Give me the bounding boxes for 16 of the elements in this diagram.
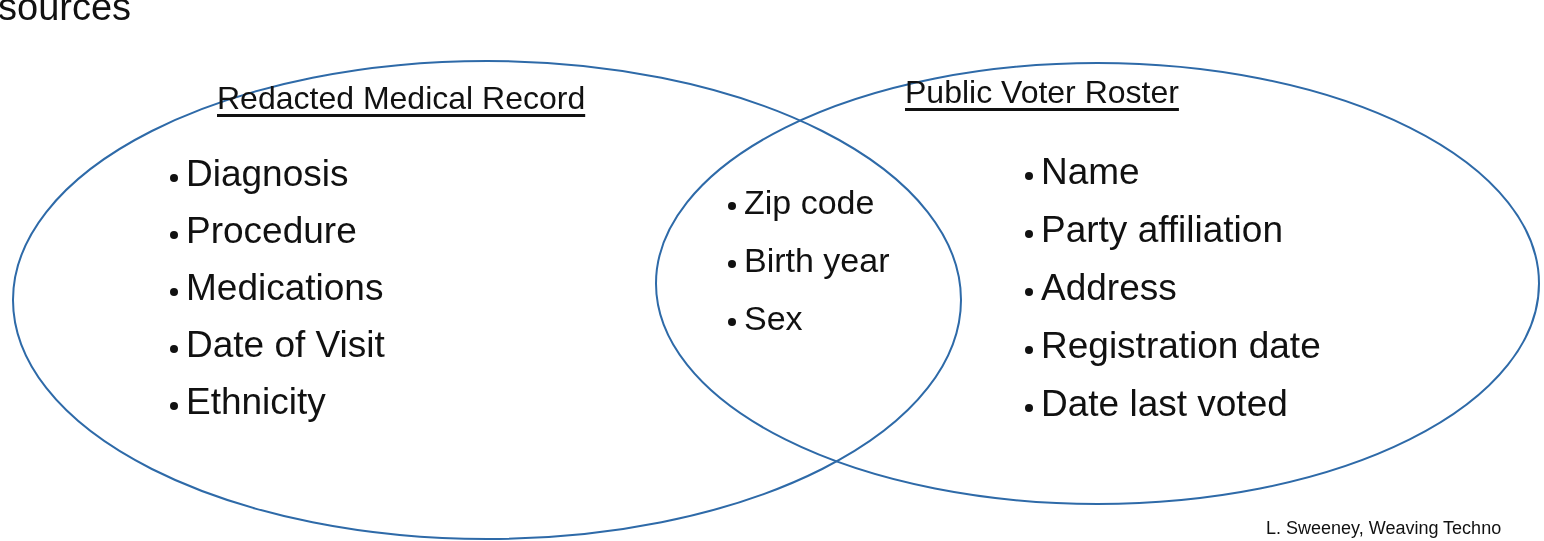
list-item: Medications	[186, 266, 384, 310]
list-item: Address	[1041, 266, 1177, 310]
list-item: Diagnosis	[186, 152, 349, 196]
set-heading: Public Voter Roster	[905, 73, 1179, 112]
list-item: Date last voted	[1041, 382, 1288, 426]
list-item: Procedure	[186, 209, 357, 253]
list-item: Name	[1041, 150, 1140, 194]
list-item: Birth year	[744, 240, 890, 281]
citation-text: L. Sweeney, Weaving Techno	[1266, 518, 1502, 539]
list-item: Sex	[744, 298, 803, 339]
list-item: Party affiliation	[1041, 208, 1283, 252]
list-item: Zip code	[744, 182, 875, 223]
list-item: Date of Visit	[186, 323, 385, 367]
set-heading: Redacted Medical Record	[217, 79, 586, 118]
list-item: Registration date	[1041, 324, 1321, 368]
list-item: Ethnicity	[186, 380, 326, 424]
